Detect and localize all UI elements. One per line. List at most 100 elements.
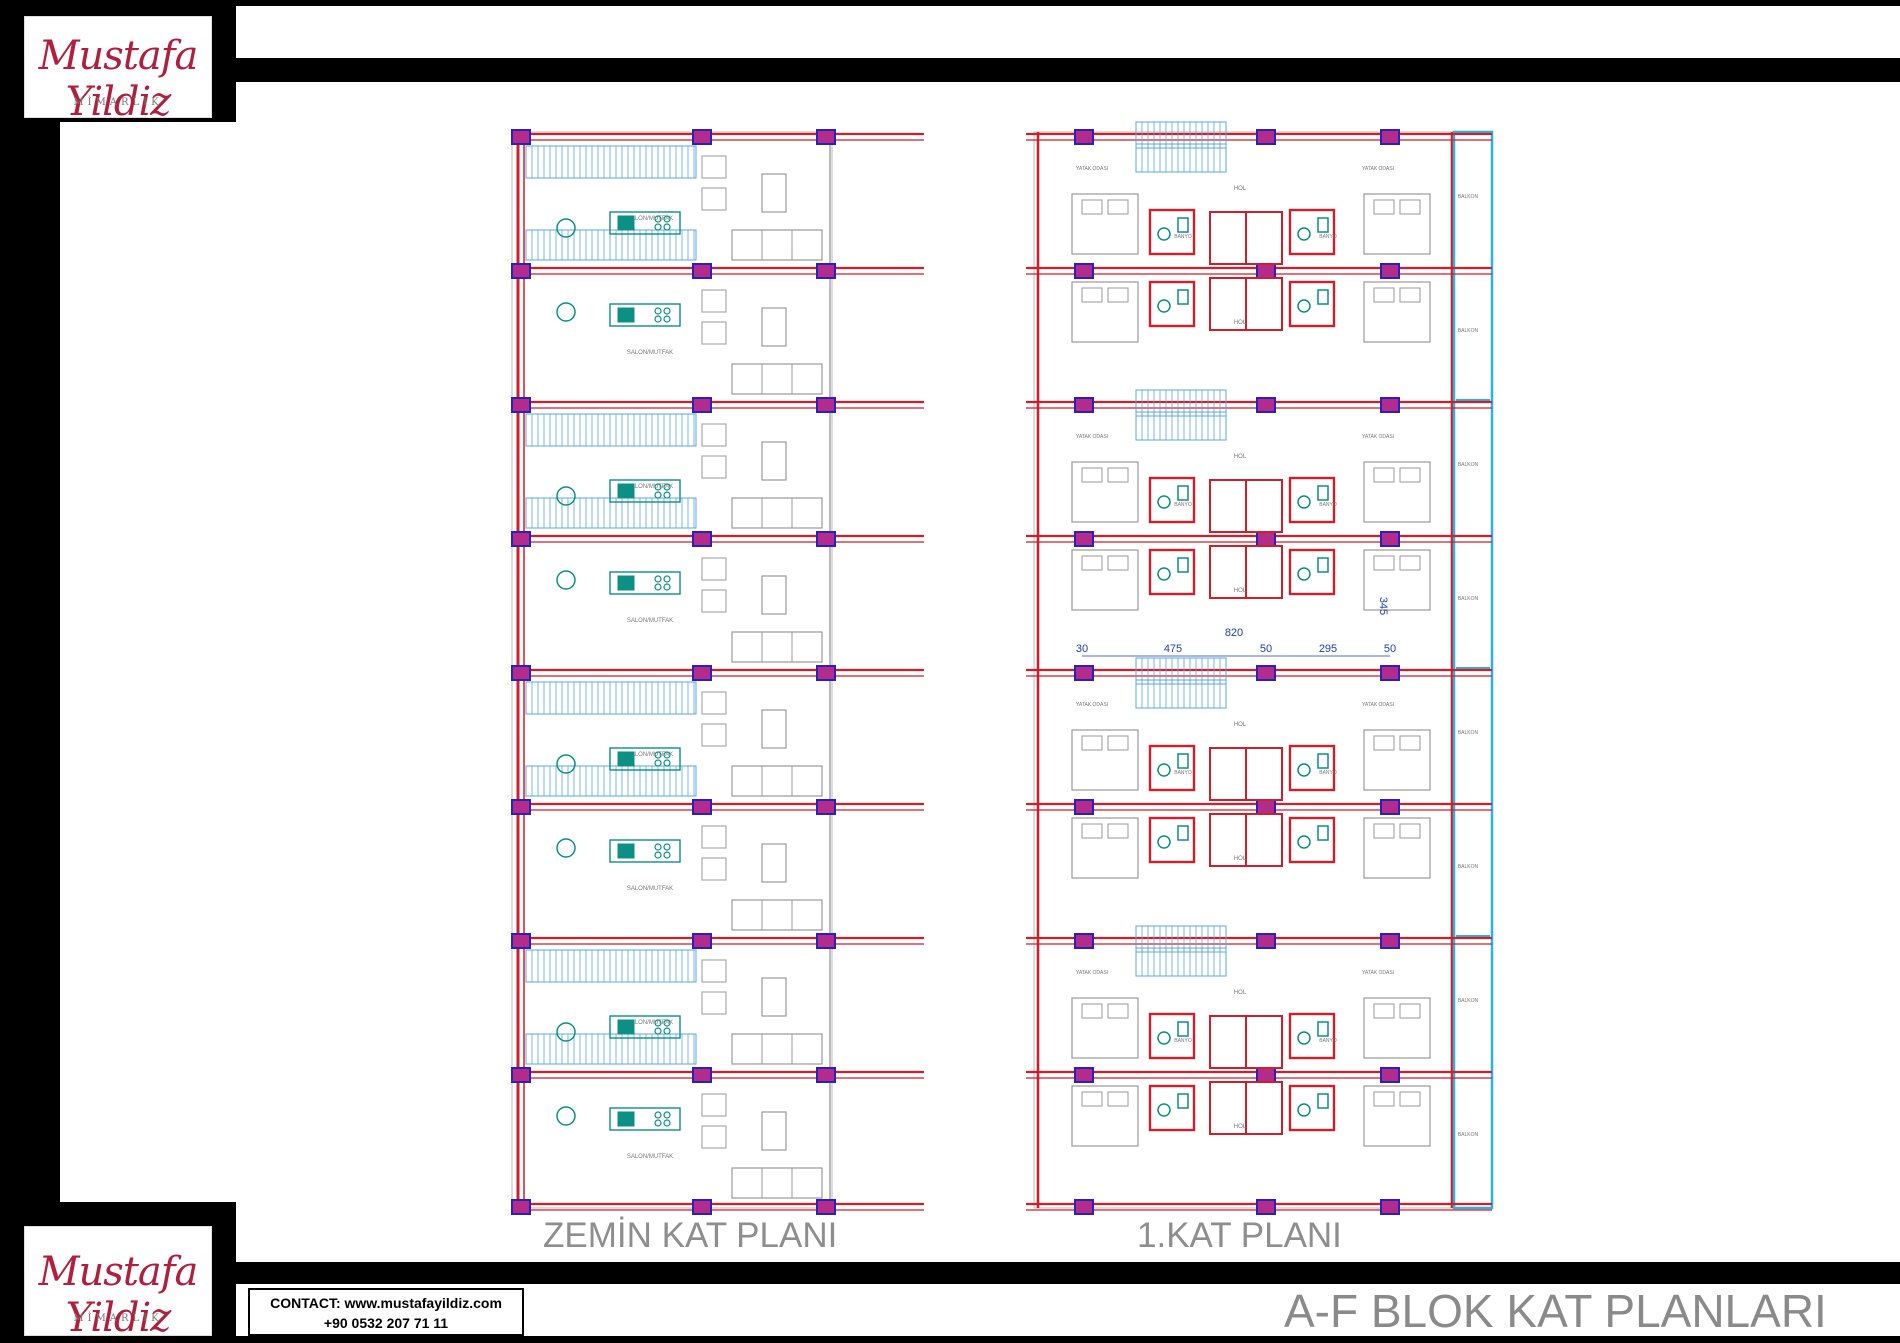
room-label-salon: SALON/MUTFAK (627, 350, 673, 356)
bed-frame (1363, 193, 1431, 255)
stair-outline (525, 949, 697, 983)
room-label-hol: HOL (1234, 588, 1247, 594)
toilet (1157, 1103, 1171, 1117)
toilet (556, 570, 576, 590)
basin (1177, 1021, 1189, 1037)
bed (1363, 281, 1431, 343)
column (511, 665, 531, 681)
column (692, 1067, 712, 1083)
column (1256, 799, 1276, 815)
bathroom (1288, 744, 1336, 792)
pillow (1107, 735, 1129, 751)
column (692, 933, 712, 949)
bed-frame (1071, 193, 1139, 255)
sofa (731, 497, 823, 529)
pillow (1107, 555, 1129, 571)
pillow (1373, 735, 1395, 751)
burner (663, 307, 671, 315)
logo-bottom-script: Mustafa Yildiz (38, 1249, 199, 1341)
logo-top-subtitle: MİMARLIK (73, 97, 163, 108)
toilet (1157, 835, 1171, 849)
pillow (1081, 555, 1103, 571)
room-label-salon: SALON/MUTFAK (627, 886, 673, 892)
sofa-body (731, 631, 823, 663)
toilet (1157, 567, 1171, 581)
column (1074, 129, 1094, 145)
counter (609, 839, 681, 863)
stair-outline (1135, 411, 1227, 441)
burner (663, 215, 671, 223)
bed-frame (1363, 549, 1431, 611)
burner (663, 575, 671, 583)
kitchen-counter (609, 839, 681, 863)
room-label-balkon: BALKON (1458, 596, 1479, 602)
bath-wall (1148, 476, 1196, 524)
basin (1317, 557, 1329, 573)
bathroom (1148, 1084, 1196, 1132)
stair-outline (1135, 679, 1227, 709)
frame-bottom-bar (236, 1262, 1900, 1284)
pillow (1373, 1091, 1395, 1107)
shaft (1245, 1081, 1283, 1135)
room-label-salon: SALON/MUTFAK (627, 484, 673, 490)
burner (663, 315, 671, 323)
column (1380, 933, 1400, 949)
pillow (1373, 1003, 1395, 1019)
armchair (701, 857, 727, 881)
armchair (701, 321, 727, 345)
column (1256, 129, 1276, 145)
column (1256, 933, 1276, 949)
stair (525, 145, 697, 179)
column (1380, 1199, 1400, 1215)
bed (1071, 549, 1139, 611)
pillow (1081, 1091, 1103, 1107)
pillow (1081, 287, 1103, 303)
burner (663, 491, 671, 499)
stair (1135, 947, 1227, 977)
column (816, 1067, 836, 1083)
toilet (556, 486, 576, 506)
stair-outline (525, 145, 697, 179)
shaft (1209, 479, 1247, 533)
bathroom (1148, 1012, 1196, 1060)
toilet (556, 302, 576, 322)
pillow (1399, 735, 1421, 751)
bed-frame (1363, 461, 1431, 523)
burner (654, 751, 662, 759)
pillow (1081, 1003, 1103, 1019)
column (1380, 799, 1400, 815)
stair (525, 765, 697, 797)
contact-box: CONTACT: www.mustafayildiz.com +90 0532 … (248, 1288, 524, 1336)
toilet (1157, 495, 1171, 509)
column (1074, 1067, 1094, 1083)
armchair (701, 155, 727, 179)
bed (1071, 997, 1139, 1059)
counter (609, 1015, 681, 1039)
column (816, 933, 836, 949)
stair-outline (525, 1033, 697, 1065)
stair (525, 413, 697, 447)
basin (1317, 753, 1329, 769)
counter (609, 479, 681, 503)
bath-wall (1148, 208, 1196, 256)
sofa-body (731, 363, 823, 395)
bathroom (1148, 816, 1196, 864)
basin (1177, 217, 1189, 233)
stair-outline (1135, 389, 1227, 417)
burner (663, 843, 671, 851)
ground-floor-plan-label: ZEMİN KAT PLANI (543, 1216, 838, 1255)
contact-phone: +90 0532 207 71 11 (323, 1315, 449, 1331)
toilet (556, 1022, 576, 1042)
column (1074, 799, 1094, 815)
armchair (701, 455, 727, 479)
armchair (701, 991, 727, 1015)
bath-wall (1288, 476, 1336, 524)
burner (654, 759, 662, 767)
burner (663, 751, 671, 759)
shaft (1209, 211, 1247, 265)
bath-wall (1148, 1012, 1196, 1060)
sink (617, 843, 635, 859)
dining-table (761, 173, 787, 213)
column (511, 1199, 531, 1215)
